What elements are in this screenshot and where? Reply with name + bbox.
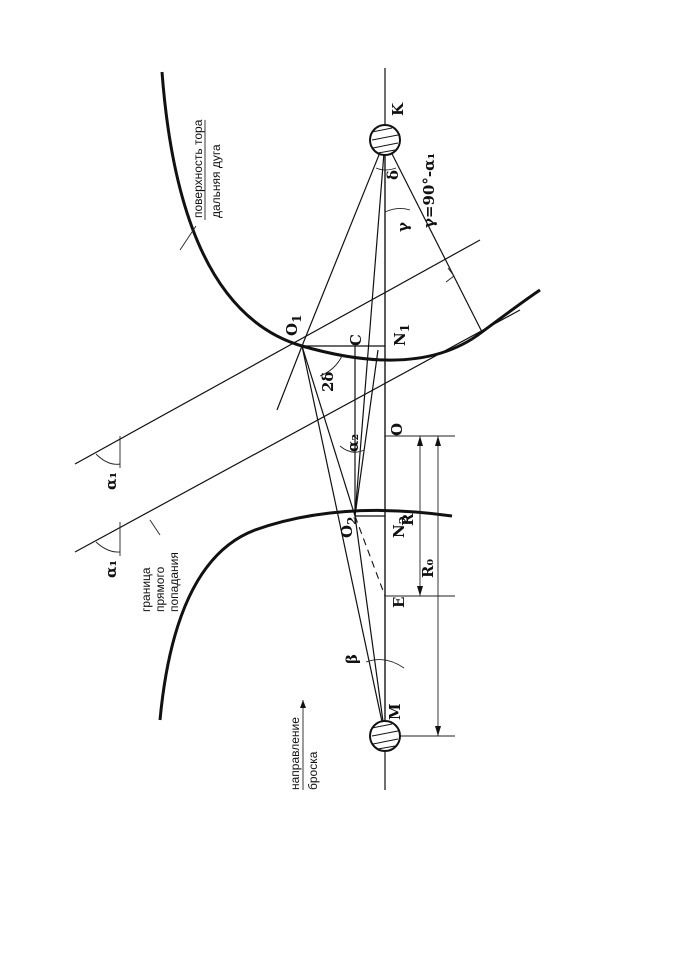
line-o1-o2 — [301, 345, 356, 517]
label-o: O — [388, 423, 406, 436]
note-boundary-2: прямого — [153, 566, 167, 612]
beta-arc — [365, 659, 405, 669]
near-torus-arc — [158, 508, 453, 721]
direction-arrow-head — [300, 700, 306, 708]
ball-m — [369, 720, 401, 752]
leader-torus-surface — [179, 225, 197, 251]
boundary-line-upper — [74, 239, 481, 465]
label-r0: R₀ — [419, 559, 437, 578]
label-c: C — [347, 334, 365, 346]
alpha1-bottom-arc — [95, 541, 121, 553]
line-k-o1 — [301, 139, 386, 347]
line-k-o2 — [354, 139, 386, 517]
note-direction-1: направление — [288, 717, 302, 790]
label-alpha1-top: α₁ — [102, 472, 120, 490]
note-torus-surface: поверхность тора — [191, 119, 205, 218]
dim-arrow-r0-top — [435, 436, 441, 446]
delta-arc — [375, 167, 397, 171]
label-delta: δ — [384, 170, 402, 180]
label-alpha1-bottom: α₁ — [102, 560, 120, 578]
label-m: M — [386, 703, 404, 720]
note-far-arc: дальняя дуга — [209, 144, 223, 218]
alpha2-arc — [339, 445, 365, 453]
gamma-arc — [384, 207, 411, 213]
line-o1-m — [301, 345, 386, 737]
note-boundary-3: попадания — [167, 552, 181, 612]
label-two-delta: 2δ — [319, 372, 337, 392]
far-torus-arc — [160, 71, 541, 362]
boundary-line-lower — [74, 309, 521, 553]
line-k-tangent — [384, 139, 483, 333]
label-n2: N2 — [390, 516, 411, 538]
dim-arrow-r-bottom — [417, 586, 423, 596]
label-beta: β — [343, 654, 361, 664]
right-angle-mark — [445, 267, 455, 283]
label-e: E — [390, 597, 408, 608]
line-o2-arrow — [354, 349, 379, 517]
dim-arrow-r0-bottom — [435, 726, 441, 736]
line-o1-extension — [276, 345, 303, 411]
label-r: R — [399, 513, 417, 526]
label-gamma-formula: γ=90°-α₁ — [420, 153, 438, 228]
dashed-o2-e — [354, 515, 386, 597]
label-gamma: γ — [394, 222, 412, 232]
label-alpha2: α₂ — [344, 434, 362, 452]
two-delta-arc — [319, 355, 343, 377]
line-m-o2 — [354, 515, 386, 737]
label-k: K — [389, 102, 407, 116]
label-o2: O2 — [338, 517, 359, 538]
note-direction-2: броска — [306, 751, 320, 790]
label-o1: O1 — [283, 315, 304, 336]
ball-k — [369, 124, 401, 156]
label-n1: N1 — [391, 324, 412, 346]
dim-arrow-r-top — [417, 436, 423, 446]
alpha1-top-arc — [95, 453, 121, 465]
leader-boundary — [149, 519, 161, 536]
note-boundary-1: граница — [139, 567, 153, 612]
